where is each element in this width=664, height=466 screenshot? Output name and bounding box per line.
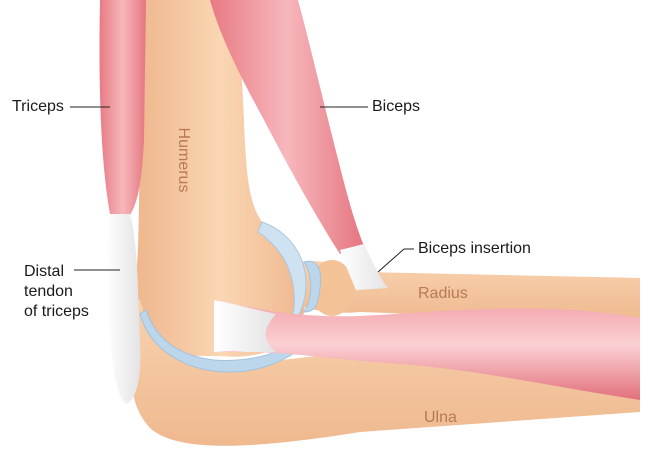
leader-lines bbox=[70, 106, 414, 273]
ulna-bone bbox=[130, 300, 641, 446]
radius-bone bbox=[300, 261, 640, 322]
triceps-muscle bbox=[99, 0, 146, 218]
forearm-muscle-tendon bbox=[214, 300, 276, 352]
label-distal-tendon-line1: Distal bbox=[24, 263, 65, 280]
label-distal-tendon-line3: of triceps bbox=[24, 303, 89, 320]
label-triceps: Triceps bbox=[12, 98, 64, 115]
humerus-bone bbox=[136, 0, 306, 357]
label-distal-tendon-line2: tendon bbox=[24, 283, 73, 300]
biceps-insertion-leader bbox=[377, 248, 405, 273]
radial-head bbox=[310, 260, 354, 316]
forearm-muscle bbox=[214, 300, 640, 400]
label-distal-tendon: Distal tendon of triceps bbox=[24, 262, 89, 322]
distal-tendon-triceps bbox=[106, 214, 141, 404]
label-radius: Radius bbox=[418, 285, 468, 302]
label-biceps: Biceps bbox=[372, 98, 421, 115]
cartilage-radius bbox=[303, 260, 321, 313]
label-humerus: Humerus bbox=[175, 127, 192, 193]
biceps-muscle bbox=[210, 0, 364, 254]
label-biceps-insertion: Biceps insertion bbox=[418, 240, 531, 257]
biceps-tendon bbox=[340, 244, 388, 290]
label-ulna: Ulna bbox=[424, 409, 457, 426]
